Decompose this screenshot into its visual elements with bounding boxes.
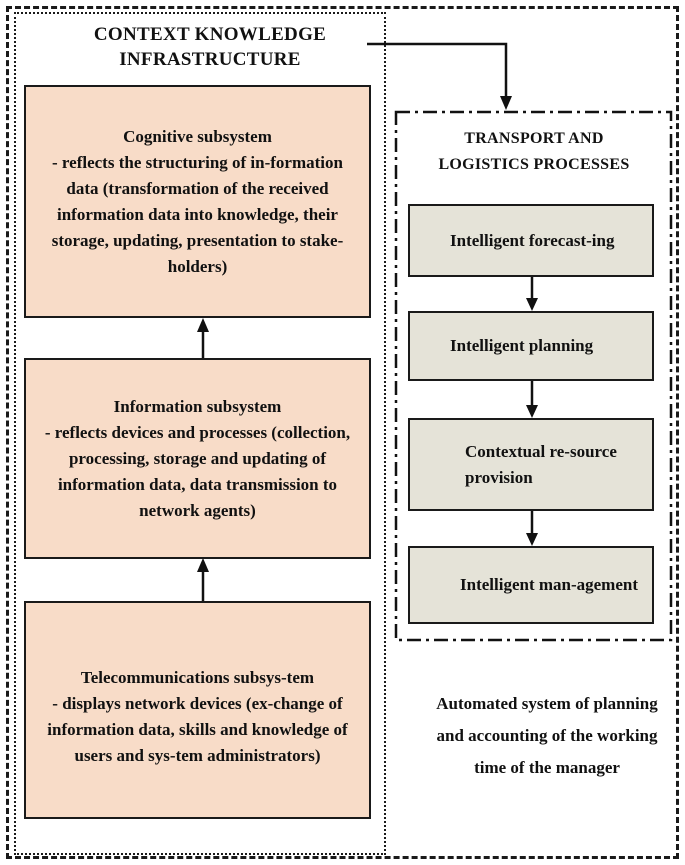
transport-title-line1: TRANSPORT AND: [464, 130, 604, 147]
outer-frame: [6, 6, 679, 859]
telecom-to-information-arrowhead: [197, 558, 209, 572]
forecasting-to-planning-arrowhead: [526, 298, 538, 311]
transport-frame: [394, 110, 673, 642]
planning-to-provision-arrowhead: [526, 405, 538, 418]
process-step-planning: Intelligent planning: [408, 311, 654, 381]
context-to-transport-arrow: [367, 42, 508, 106]
process-step-label: Intelligent planning: [450, 336, 594, 355]
cognitive-subsystem-description: - reflects the structuring of in-formati…: [51, 152, 344, 276]
context-title: CONTEXT KNOWLEDGE INFRASTRUCTURE: [60, 22, 360, 72]
information-subsystem-description: - reflects devices and processes (collec…: [44, 422, 351, 520]
context-infrastructure-frame: [14, 12, 386, 855]
information-subsystem-box: Information subsystem - reflects devices…: [24, 358, 371, 559]
telecommunications-subsystem-name: Telecommunications subsys-tem: [80, 668, 315, 687]
cognitive-subsystem-name: Cognitive subsystem: [123, 126, 272, 146]
context-title-line1: CONTEXT KNOWLEDGE: [93, 24, 327, 45]
process-step-label: Intelligent man-agement: [460, 575, 639, 594]
context-title-line2: INFRASTRUCTURE: [119, 49, 301, 70]
automated-system-note: Automated system of planning and account…: [436, 694, 658, 777]
telecommunications-subsystem-box: Telecommunications subsys-tem - displays…: [24, 601, 371, 819]
transport-title: TRANSPORT AND LOGISTICS PROCESSES: [400, 126, 668, 178]
provision-to-management-arrowhead: [526, 533, 538, 546]
process-step-label: Contextual re-source provision: [465, 441, 617, 487]
context-to-transport-arrowhead: [500, 96, 512, 110]
information-to-cognitive-arrowhead: [197, 318, 209, 332]
information-subsystem-name: Information subsystem: [113, 396, 282, 416]
process-step-forecasting: Intelligent forecast-ing: [408, 204, 654, 277]
transport-title-line2: LOGISTICS PROCESSES: [438, 156, 630, 173]
process-step-resource-provision: Contextual re-source provision: [408, 418, 654, 511]
cognitive-subsystem-box: Cognitive subsystem - reflects the struc…: [24, 85, 371, 318]
process-step-label: Intelligent forecast-ing: [450, 230, 615, 250]
telecommunications-subsystem-description: - displays network devices (ex-change of…: [47, 694, 348, 765]
process-step-management: Intelligent man-agement: [408, 546, 654, 624]
